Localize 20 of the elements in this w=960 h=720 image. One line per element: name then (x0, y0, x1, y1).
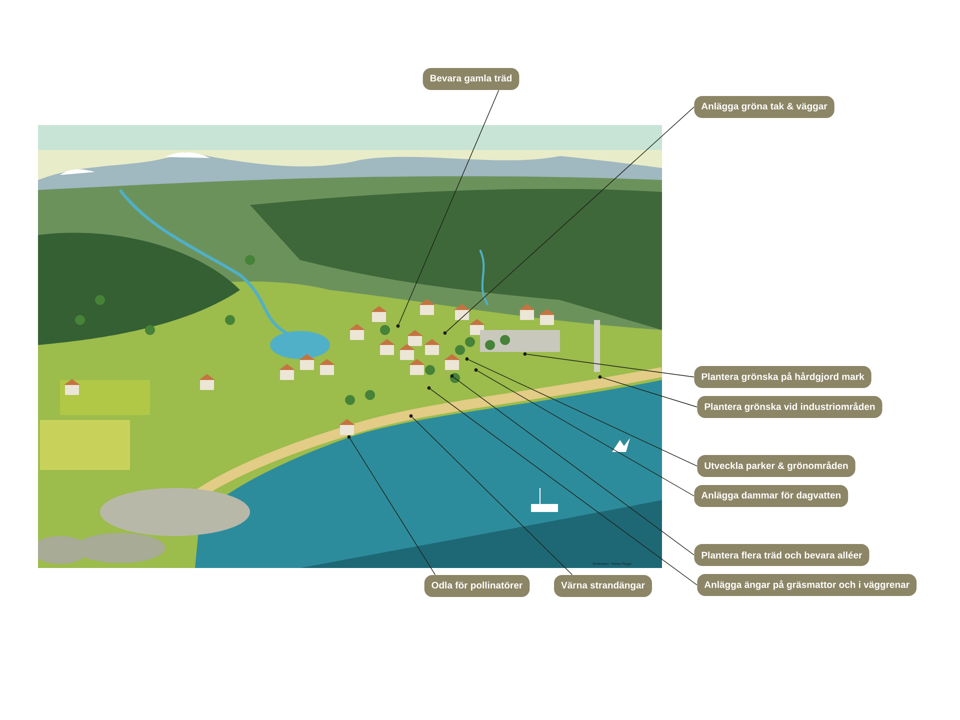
label-box: Odla för pollinatörer (424, 575, 530, 597)
leader-line (468, 359, 698, 466)
label-box: Anlägga dammar för dagvatten (694, 485, 848, 507)
leader-line (453, 376, 694, 556)
label-box: Plantera grönska på hårdgjord mark (694, 366, 872, 388)
label-box: Utveckla parker & grönområden (697, 455, 856, 477)
leader-line (526, 354, 694, 378)
label-box: Plantera flera träd och bevara alléer (694, 544, 870, 566)
leader-line (602, 377, 698, 408)
leader-line (412, 417, 573, 576)
label-box: Plantera grönska vid industriområden (697, 396, 882, 418)
leader-line (446, 106, 694, 332)
leader-line (430, 388, 698, 586)
label-box: Anlägga gröna tak & väggar (694, 96, 834, 118)
label-box: Anlägga ängar på gräsmattor och i väggrenar (697, 574, 917, 596)
label-box: Bevara gamla träd (422, 68, 520, 90)
label-box: Värna strandängar (554, 575, 652, 597)
leader-line (398, 90, 500, 325)
leader-line (477, 370, 694, 496)
leader-line (350, 438, 436, 576)
